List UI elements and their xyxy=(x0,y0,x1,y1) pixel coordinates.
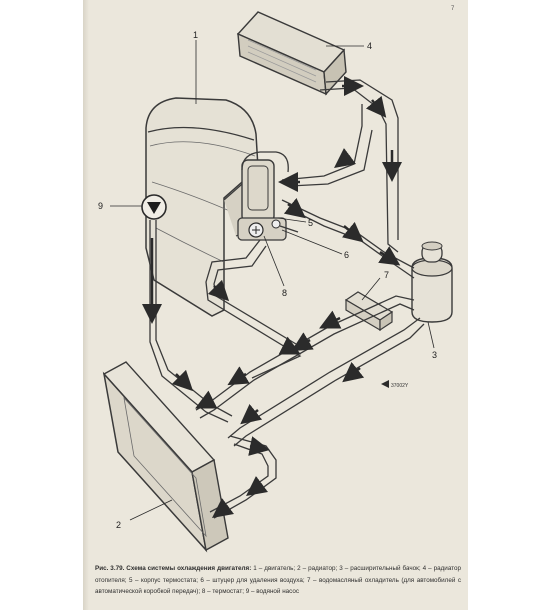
caption-body: 1 – двигатель; 2 – радиатор; 3 – расшири… xyxy=(95,565,461,595)
callout-8: 8 xyxy=(282,288,287,298)
callout-labels: 1 2 3 4 5 6 7 8 9 xyxy=(98,30,437,530)
stamp-id: 37002Y xyxy=(391,383,409,389)
water-pump xyxy=(141,194,167,220)
callout-7: 7 xyxy=(384,270,389,280)
callout-5: 5 xyxy=(308,218,313,228)
callout-3: 3 xyxy=(432,350,437,360)
leader-lines xyxy=(110,40,435,521)
callout-9: 9 xyxy=(98,201,103,211)
figure-stamp: 37002Y xyxy=(381,380,409,389)
page-mark: 7 xyxy=(451,6,455,12)
radiator xyxy=(102,361,229,553)
heater-radiator xyxy=(236,11,347,96)
callout-2: 2 xyxy=(116,520,121,530)
caption-title: Рис. 3.79. Схема системы охлаждения двиг… xyxy=(95,565,252,572)
callout-4: 4 xyxy=(367,41,372,51)
callout-1: 1 xyxy=(193,30,198,40)
cooling-system-diagram: 7 xyxy=(98,6,455,553)
scan-edge-shadow xyxy=(83,0,89,610)
callout-6: 6 xyxy=(344,250,349,260)
figure-caption: Рис. 3.79. Схема системы охлаждения двиг… xyxy=(95,563,461,598)
expansion-tank xyxy=(411,241,453,323)
flow-arrows xyxy=(142,76,402,518)
thermostat-housing xyxy=(237,159,287,241)
